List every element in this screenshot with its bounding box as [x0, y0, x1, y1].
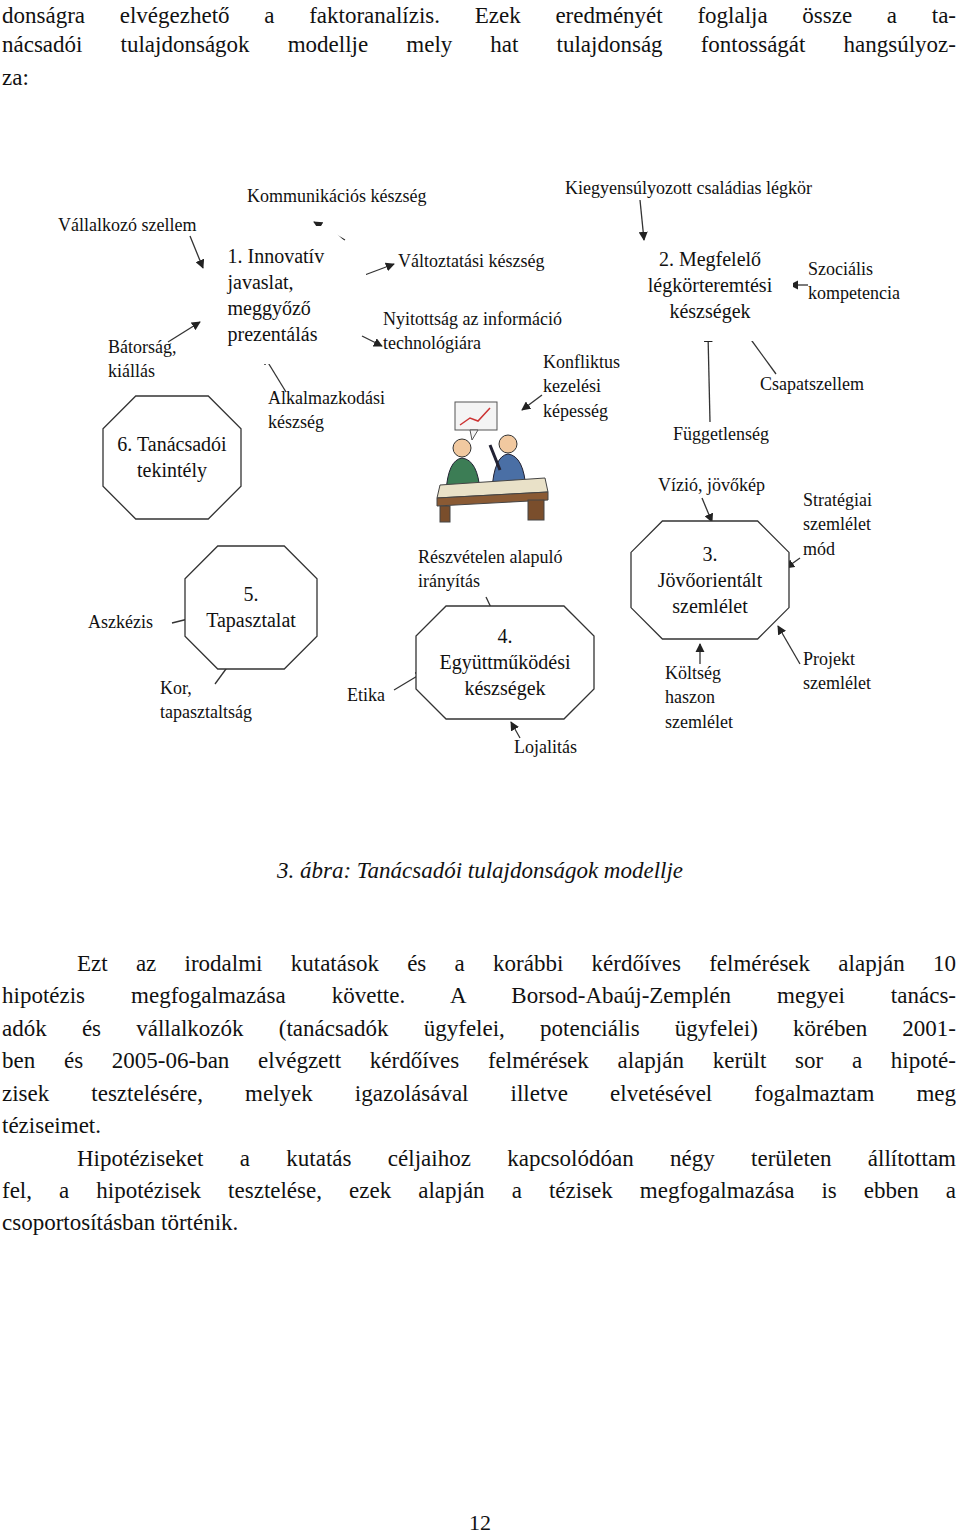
page-number: 12: [469, 1508, 491, 1534]
trait-label: Részvételen alapuló irányítás: [418, 545, 598, 594]
figure-caption: 3. ábra: Tanácsadói tulajdonságok modell…: [0, 855, 960, 886]
body-text-line: ben és 2005-06-ban elvégzett kérdőíves f…: [2, 1045, 956, 1077]
body-text-line: csoportosításban történik.: [2, 1207, 238, 1239]
body-text-line: donságra elvégezhető a faktoranalízis. E…: [2, 0, 956, 32]
property-octagon: 3. Jövőorientált szemlélet: [630, 520, 790, 640]
trait-label: Nyitottság az információ technológiára: [383, 307, 608, 356]
octagon-shape: [185, 546, 317, 669]
property-title: 2. Megfelelő légkörteremtési készségek: [640, 246, 780, 324]
trait-label: Kiegyensúlyozott családias légkör: [565, 176, 812, 200]
body-text-line: fel, a hipotézisek tesztelése, ezek alap…: [2, 1175, 956, 1207]
trait-label: Stratégiai szemlélet mód: [803, 488, 903, 561]
trait-label: Vállalkozó szellem: [58, 213, 196, 237]
business-meeting-picture: [437, 402, 548, 522]
trait-label: Költség haszon szemlélet: [665, 661, 755, 734]
body-text-line: téziseimet.: [2, 1110, 101, 1142]
body-text-line: Ezt az irodalmi kutatások és a korábbi k…: [77, 948, 956, 980]
body-text-line: nácsadói tulajdonságok modellje mely hat…: [2, 29, 956, 61]
trait-label: Függetlenség: [673, 422, 769, 446]
octagon-shape: [215, 226, 366, 364]
trait-label: Lojalitás: [514, 735, 577, 759]
trait-label: Szociális kompetencia: [808, 257, 928, 306]
leader-lines: [168, 200, 808, 738]
octagon-shape: [103, 396, 241, 519]
trait-label: Konfliktus kezelési képesség: [543, 350, 643, 423]
trait-label: Etika: [347, 683, 385, 707]
property-octagon: 4. Együttműködési készségek: [415, 605, 595, 720]
body-text-line: za:: [2, 62, 29, 94]
property-octagon: 5. Tapasztalat: [184, 545, 318, 670]
property-octagon: 1. Innovatív javaslat, meggyőző prezentá…: [214, 225, 367, 365]
trait-label: Vízió, jövőkép: [658, 473, 765, 497]
property-octagon: 2. Megfelelő légkörteremtési készségek: [626, 228, 794, 342]
property-title: 3. Jövőorientált szemlélet: [648, 541, 772, 619]
trait-label: Csapatszellem: [760, 372, 864, 396]
octagon-outline: [184, 545, 318, 670]
octagon-shape: [627, 229, 793, 341]
property-title: 4. Együttműködési készségek: [434, 623, 576, 701]
trait-label: Alkalmazkodási készség: [268, 386, 408, 435]
body-text-line: zisek tesztelésére, melyek igazolásával …: [2, 1078, 956, 1110]
property-title: 6. Tanácsadói tekintély: [116, 431, 228, 483]
body-text-line: hipotézis megfogalmazása követte. A Bors…: [2, 980, 956, 1012]
octagon-shape: [416, 606, 594, 719]
property-title: 5. Tapasztalat: [198, 581, 304, 633]
octagon-outline: [102, 395, 242, 520]
trait-label: Bátorság, kiállás: [108, 335, 203, 384]
property-octagon: 6. Tanácsadói tekintély: [102, 395, 242, 520]
trait-label: Aszkézis: [88, 610, 153, 634]
trait-label: Kor, tapasztaltság: [160, 676, 280, 725]
body-text-line: adók és vállalkozók (tanácsadók ügyfelei…: [2, 1013, 956, 1045]
trait-label: Kommunikációs készség: [247, 184, 426, 208]
trait-label: Változtatási készség: [398, 249, 544, 273]
property-title: 1. Innovatív javaslat, meggyőző prezentá…: [228, 243, 353, 347]
trait-label: Projekt szemlélet: [803, 647, 883, 696]
octagon-shape: [631, 521, 789, 639]
body-text-line: Hipotéziseket a kutatás céljaihoz kapcso…: [77, 1143, 956, 1175]
